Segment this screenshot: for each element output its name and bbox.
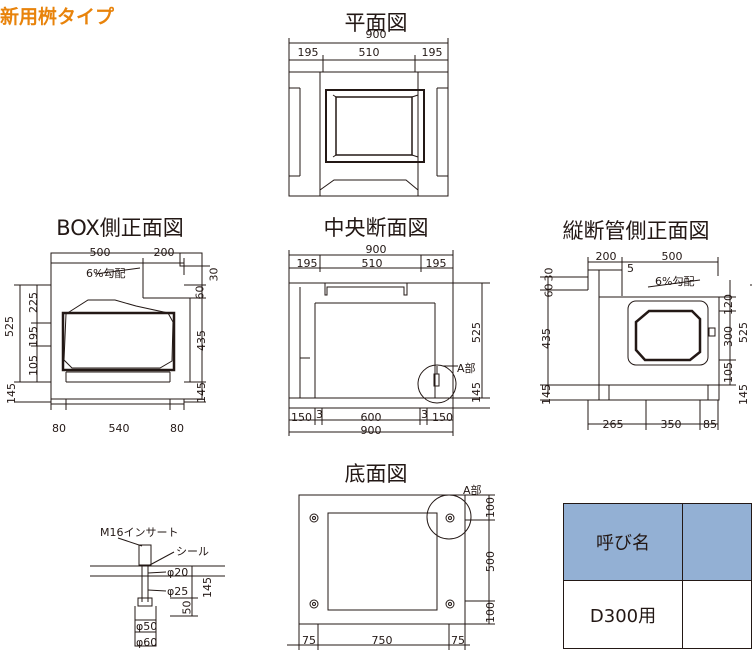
bottom-dim-right-100b: 100 (484, 602, 497, 623)
bottom-dim-bot-750: 750 (371, 634, 393, 647)
longitudinal-side-view (540, 257, 752, 430)
box-dim-right-145: 145 (195, 382, 208, 403)
detail-dim-50: 50 (180, 600, 194, 615)
box-dim-left-105: 105 (27, 355, 40, 376)
long-dim-top-500: 500 (661, 250, 683, 263)
box-dim-left-195: 195 (27, 326, 40, 347)
detail-phi50-label: φ50 (136, 620, 158, 633)
center-section-view-title: 中央断面図 (323, 216, 429, 240)
plan-dim-left: 195 (297, 46, 319, 59)
bottom-view (287, 494, 495, 650)
long-dim-right-300: 300 (722, 326, 735, 347)
center-dim-overall: 900 (365, 243, 387, 256)
long-dim-left-435: 435 (540, 328, 553, 349)
box-dim-bot-540: 540 (108, 422, 130, 435)
bottom-view-title: 底面図 (344, 462, 408, 486)
long-dim-bot-350: 350 (660, 418, 682, 431)
bottom-dim-bot-75a: 75 (302, 634, 316, 647)
spec-table: 呼び名 D300用 (563, 503, 752, 649)
center-dim-bot-900: 900 (360, 424, 382, 437)
long-dim-right-105: 105 (722, 362, 735, 383)
long-dim-bot-265: 265 (602, 418, 624, 431)
center-dim-bot-3b: 3 (421, 408, 428, 421)
long-dim-left-145: 145 (540, 384, 553, 405)
center-dim-bot-150a: 150 (291, 411, 312, 424)
box-dim-left-525: 525 (3, 316, 16, 337)
table-cell-col2 (682, 580, 752, 649)
center-dim-center: 510 (361, 257, 383, 270)
plan-view (288, 38, 449, 197)
table-header-col2 (682, 503, 752, 581)
plan-dim-right: 195 (421, 46, 443, 59)
detail-phi60-label: φ60 (136, 636, 158, 649)
center-dim-bot-3a: 3 (316, 408, 323, 421)
detail-dim-145: 145 (201, 577, 214, 598)
box-dim-right-30: 30 (207, 267, 221, 282)
center-dim-bot-600: 600 (360, 411, 382, 424)
long-dim-right-145: 145 (737, 384, 750, 405)
detail-phi25-label: φ25 (167, 585, 189, 598)
box-dim-top-b: 200 (153, 246, 175, 259)
box-dim-left-225: 225 (27, 292, 40, 313)
bottom-detail-label: A部 (463, 484, 482, 497)
center-dim-right-525: 525 (470, 322, 483, 343)
long-dim-left-30: 30 (542, 267, 556, 282)
insert-detail (90, 537, 225, 647)
center-dim-right: 195 (425, 257, 447, 270)
center-section-view (288, 250, 490, 436)
long-dim-right-525: 525 (737, 322, 750, 343)
longitudinal-side-view-title: 縦断管側正面図 (562, 219, 710, 243)
plan-view-title: 平面図 (344, 11, 408, 35)
box-dim-left-145: 145 (5, 383, 18, 404)
bottom-dim-right-500: 500 (484, 551, 497, 572)
long-dim-slope: 6%勾配 (655, 275, 695, 288)
long-dim-top-5: 5 (627, 262, 634, 275)
detail-phi20-label: φ20 (167, 566, 189, 579)
box-dim-bot-80b: 80 (170, 422, 184, 435)
page-header-title: 新用桝タイプ (0, 6, 115, 28)
long-dim-right-120: 120 (722, 294, 735, 315)
box-dim-top-a: 500 (89, 246, 111, 259)
box-dim-right-435: 435 (195, 330, 208, 351)
plan-dim-center: 510 (358, 46, 380, 59)
table-cell-name: D300用 (563, 580, 683, 649)
center-dim-bot-150b: 150 (432, 411, 453, 424)
table-header-name: 呼び名 (563, 503, 683, 581)
box-dim-slope: 6%勾配 (86, 267, 126, 280)
center-detail-label: A部 (457, 362, 476, 375)
long-dim-bot-85: 85 (703, 418, 717, 431)
box-dim-bot-80a: 80 (52, 422, 66, 435)
box-dim-right-60: 60 (193, 285, 207, 300)
long-dim-top-200: 200 (595, 250, 617, 263)
plan-dim-overall: 900 (365, 28, 387, 41)
center-dim-right-145: 145 (470, 382, 483, 403)
detail-seal-label: シール (176, 545, 209, 558)
box-side-view (14, 252, 210, 410)
box-side-view-title: BOX側正面図 (56, 216, 184, 240)
bottom-dim-right-100a: 100 (484, 497, 497, 518)
long-dim-left-60: 60 (542, 283, 556, 298)
detail-insert-label: M16インサート (100, 526, 179, 539)
center-dim-left: 195 (296, 257, 318, 270)
bottom-dim-bot-75b: 75 (451, 634, 465, 647)
